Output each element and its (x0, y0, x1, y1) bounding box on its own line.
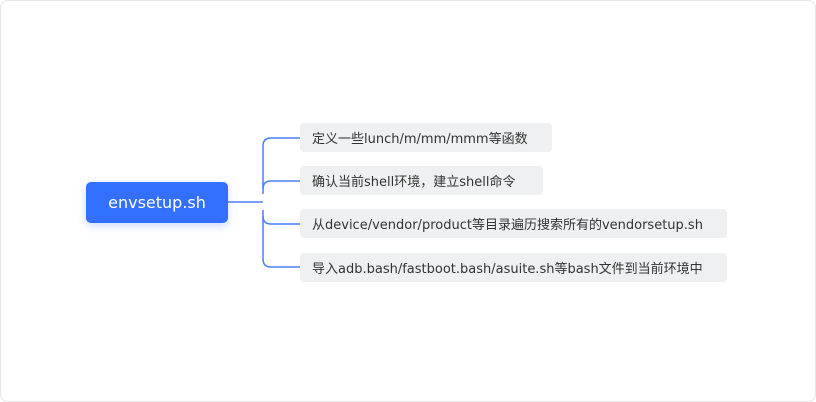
root-node[interactable]: envsetup.sh (86, 182, 228, 223)
child-node-1[interactable]: 定义一些lunch/m/mm/mmm等函数 (300, 123, 552, 152)
connector-1 (262, 137, 300, 194)
connector-4 (262, 210, 300, 268)
child-node-4[interactable]: 导入adb.bash/fastboot.bash/asuite.sh等bash文… (300, 253, 727, 282)
child-node-2[interactable]: 确认当前shell环境，建立shell命令 (300, 166, 543, 195)
connector-3 (262, 215, 300, 225)
child-node-3[interactable]: 从device/vendor/product等目录遍历搜索所有的vendorse… (300, 209, 727, 238)
connector-2 (262, 180, 300, 190)
